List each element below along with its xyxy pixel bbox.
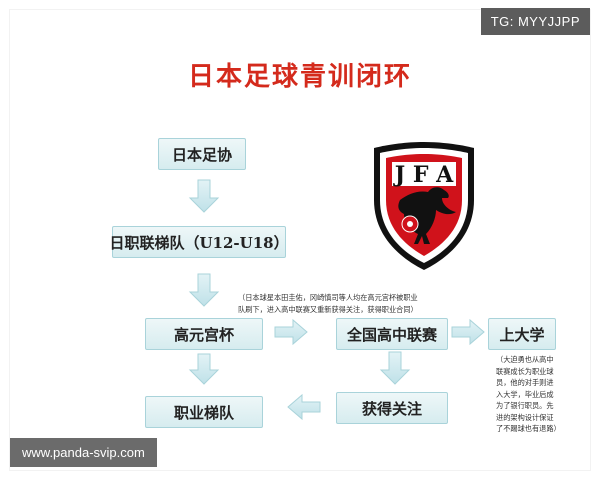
note-right-line: 联赛成长为职业球 (496, 366, 554, 376)
arrow-left-attention-to-pro (287, 393, 321, 421)
note-right-line: 入大学，毕业后成 (496, 389, 554, 399)
note-top: （日本球星本田圭佑，冈崎慎司等人均在高元宫杯被职业 队刷下，进入高中联赛又重新获… (238, 292, 468, 316)
note-right-line: 为了银行职员。先 (496, 401, 554, 410)
node-get-attention: 获得关注 (336, 392, 448, 424)
watermark-tag: TG: MYYJJPP (480, 8, 590, 35)
note-right: （大迫勇也从高中 联赛成长为职业球 员，他的对手则进 入大学，毕业后成 为了银行… (496, 354, 586, 435)
note-top-line: 队刷下，进入高中联赛又重新获得关注，获得职业合同） (238, 305, 418, 314)
note-right-line: 员，他的对手则进 (496, 378, 554, 387)
note-top-line: （日本球星本田圭佑，冈崎慎司等人均在高元宫杯被职业 (238, 293, 418, 302)
jfa-crest-icon: J F A (374, 142, 474, 270)
node-club-youth: 日职联梯队（U12-U18） (109, 226, 289, 258)
jfa-letters: J F A (393, 162, 454, 188)
diagram-title: 日本足球青训闭环 (187, 62, 412, 92)
arrow-down-youth-to-koshien (188, 273, 220, 307)
node-highschool-league: 全国高中联赛 (336, 318, 448, 350)
watermark-url: www.panda-svip.com (10, 438, 157, 467)
note-right-line: （大迫勇也从高中 (496, 355, 554, 364)
arrow-right-highschool-to-university (451, 318, 485, 346)
node-university: 上大学 (488, 318, 556, 350)
note-right-line: 进的架构设计保证 (496, 412, 554, 422)
node-pro-team: 职业梯队 (145, 396, 263, 428)
note-right-line: 了不踢球也有退路） (496, 424, 561, 433)
node-jfa: 日本足协 (158, 138, 246, 170)
node-koshien-cup: 高元宫杯 (145, 318, 263, 350)
arrow-down-jfa-to-youth (188, 179, 220, 213)
arrow-down-koshien-to-pro (188, 353, 220, 385)
arrow-down-highschool-to-attention (379, 351, 411, 385)
arrow-right-koshien-to-highschool (274, 318, 308, 346)
diagram-frame (10, 10, 590, 470)
